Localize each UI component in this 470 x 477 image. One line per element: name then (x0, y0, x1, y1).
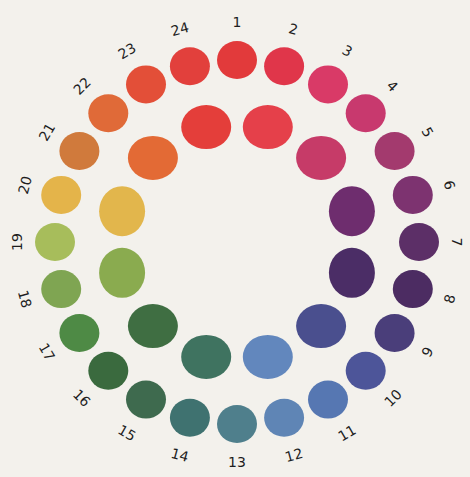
callout-number: 10 (381, 386, 404, 409)
callout-number: 20 (15, 175, 33, 196)
callout-number: 18 (15, 289, 33, 310)
callout-number: 11 (336, 422, 358, 443)
callout-number: 6 (442, 179, 458, 191)
callout-number: 24 (170, 20, 191, 38)
inner-swatches (99, 105, 375, 379)
callout-number: 2 (288, 22, 300, 38)
callout-number: 3 (340, 43, 355, 60)
callout-number: 13 (228, 455, 246, 469)
callout-number: 15 (116, 422, 138, 443)
callout-number: 21 (36, 121, 57, 143)
callout-number: 19 (10, 233, 24, 251)
callout-number: 12 (284, 445, 305, 463)
callout-number: 14 (170, 445, 191, 463)
callout-number: 8 (442, 293, 458, 305)
callout-number: 22 (70, 75, 93, 98)
callout-number: 9 (419, 345, 436, 360)
callout-number: 5 (419, 125, 436, 140)
callout-number: 17 (36, 341, 57, 363)
callout-number: 4 (384, 78, 400, 94)
callout-number: 1 (233, 15, 242, 29)
outer-swatches (35, 41, 439, 443)
callout-number: 7 (450, 238, 464, 247)
callout-number: 16 (70, 386, 93, 409)
callout-number: 23 (116, 41, 138, 62)
